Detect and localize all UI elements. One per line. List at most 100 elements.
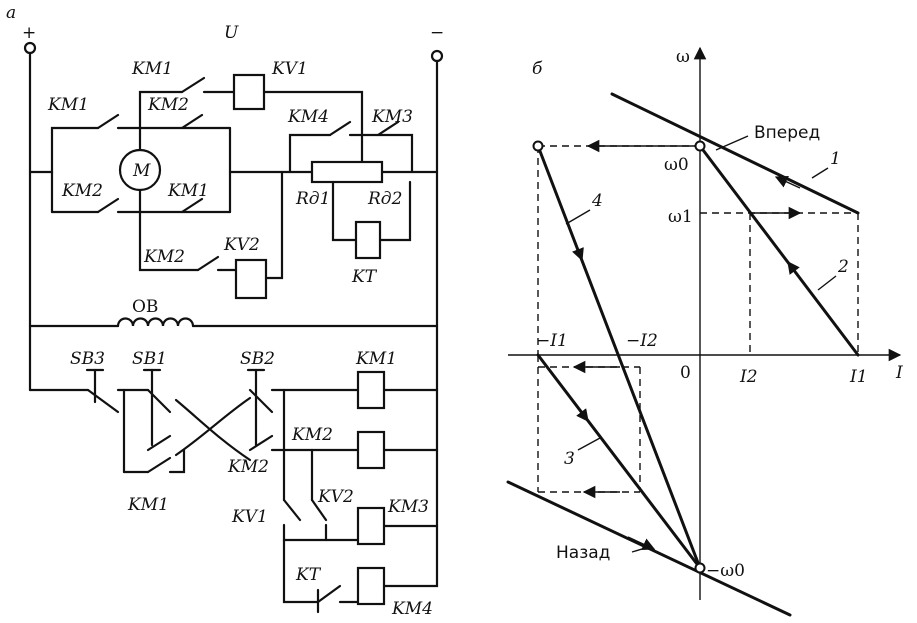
kv1-contact-label: KV1 bbox=[231, 507, 268, 527]
minus-terminal-label: − bbox=[430, 23, 444, 43]
neg-omega0-label: −ω0 bbox=[706, 561, 745, 581]
km3-coil-wire bbox=[282, 523, 360, 542]
kv1-branch-return bbox=[262, 90, 364, 174]
km2-coil-label: KM2 bbox=[291, 425, 333, 445]
kt-contact-label: KT bbox=[295, 565, 322, 585]
neg-i1-label: −I1 bbox=[536, 331, 568, 351]
forward-label: Вперед bbox=[754, 123, 820, 143]
sb2-contact-nc bbox=[248, 388, 274, 414]
rd1-label: Rд1 bbox=[295, 189, 330, 209]
neg-i1-omega0-point bbox=[532, 140, 544, 152]
kv2-coil-label: KV2 bbox=[223, 235, 260, 255]
km1-bottom-contact bbox=[146, 456, 172, 474]
backward-leader bbox=[631, 545, 653, 553]
motor-label: M bbox=[132, 161, 151, 181]
kv1-coil bbox=[232, 73, 266, 111]
armature-wire-left bbox=[28, 126, 100, 174]
kt-coil bbox=[354, 220, 382, 260]
curve2-arrow bbox=[787, 260, 803, 282]
km2-bottom-contact-label: KM2 bbox=[227, 457, 269, 477]
i2-label: I2 bbox=[739, 367, 758, 387]
neg-i2-label: −I2 bbox=[626, 331, 658, 351]
curve-label-4: 4 bbox=[591, 191, 603, 211]
curve4-arrow bbox=[571, 233, 584, 262]
curve1-arrow bbox=[774, 175, 801, 189]
km3-contact bbox=[376, 120, 400, 137]
km4-contact-label: KM4 bbox=[287, 107, 329, 127]
cross-wire-1 bbox=[174, 398, 252, 462]
label1-leader bbox=[811, 167, 829, 179]
plus-terminal-label: + bbox=[22, 23, 36, 43]
kt-coil-label: KT bbox=[351, 267, 378, 287]
km2-upper-contact-label: KM2 bbox=[147, 95, 189, 115]
kv2-return-wire bbox=[264, 170, 284, 280]
omega1-label: ω1 bbox=[668, 207, 693, 227]
label2-leader bbox=[817, 275, 837, 291]
minus-terminal bbox=[430, 49, 444, 63]
km1-left-contact-label: KM1 bbox=[47, 95, 89, 115]
km1-left-contact bbox=[96, 113, 120, 130]
km2-lower-contact-label: KM2 bbox=[143, 247, 185, 267]
km2-coil bbox=[356, 430, 386, 470]
label4-leader bbox=[565, 209, 591, 225]
panel-label-b: б bbox=[532, 59, 543, 79]
sb2-label: SB2 bbox=[240, 349, 275, 369]
sb1-label: SB1 bbox=[132, 349, 167, 369]
km1-bottom-return bbox=[168, 448, 186, 474]
km1-top-contact bbox=[180, 76, 206, 94]
motor-symbol bbox=[118, 148, 162, 192]
sb3-contact bbox=[86, 388, 120, 414]
kv2-contact-label: KV2 bbox=[317, 487, 354, 507]
label3-leader bbox=[577, 437, 601, 451]
plus-terminal bbox=[23, 41, 37, 55]
km4-contact bbox=[328, 120, 352, 137]
km1-bottom-contact-label: KM1 bbox=[127, 495, 169, 515]
omega0-label: ω0 bbox=[664, 155, 689, 175]
km3-contact-label: KM3 bbox=[371, 107, 413, 127]
km4-coil-return bbox=[382, 553, 439, 588]
km4-coil bbox=[356, 566, 386, 606]
characteristic-3 bbox=[536, 353, 702, 570]
km1-right-contact-label: KM1 bbox=[167, 181, 209, 201]
characteristic-1 bbox=[610, 92, 860, 215]
field-winding-label: ОВ bbox=[132, 297, 158, 317]
kt-wire-right bbox=[378, 180, 412, 242]
sb1-contact-no bbox=[146, 434, 172, 452]
km2-lower-contact bbox=[196, 255, 220, 272]
sb3-label: SB3 bbox=[70, 349, 105, 369]
backward-label: Назад bbox=[556, 543, 610, 563]
km1-coil bbox=[356, 370, 386, 410]
kt-contact bbox=[316, 584, 342, 604]
characteristic-2 bbox=[698, 144, 860, 357]
kv1-contact bbox=[282, 498, 302, 522]
resistor-rd bbox=[310, 160, 384, 184]
cross-wire-2 bbox=[174, 396, 252, 457]
km3-coil bbox=[356, 506, 386, 546]
x-axis-label: I bbox=[895, 363, 903, 383]
km4-branch-wire bbox=[288, 133, 332, 174]
origin-label: 0 bbox=[680, 363, 691, 383]
curve-label-3: 3 bbox=[564, 449, 575, 469]
neg-omega0-point bbox=[694, 562, 706, 574]
km1-coil-label: KM1 bbox=[355, 349, 397, 369]
kv2-branch-wire bbox=[138, 210, 200, 272]
kt-wire-left bbox=[331, 180, 358, 242]
km2-left-contact-label: KM2 bbox=[61, 181, 103, 201]
km4-branch-wire bbox=[282, 538, 320, 604]
i1-label: I1 bbox=[849, 367, 868, 387]
schematic: а + − U M bbox=[6, 3, 444, 619]
km3-coil-label: KM3 bbox=[387, 497, 429, 517]
curve-label-2: 2 bbox=[837, 257, 849, 277]
panel-label-a: а bbox=[6, 3, 16, 23]
kv2-coil bbox=[234, 258, 268, 300]
voltage-label: U bbox=[224, 23, 239, 43]
km1-top-contact-label: KM1 bbox=[131, 59, 173, 79]
km2-left-contact bbox=[96, 197, 120, 214]
y-axis-label: ω bbox=[676, 47, 690, 67]
omega0-point bbox=[694, 140, 706, 152]
kv1-coil-label: KV1 bbox=[271, 59, 308, 79]
characteristics-graph: б ω I 0 bbox=[506, 46, 903, 617]
curve-label-1: 1 bbox=[830, 149, 841, 169]
forward-leader bbox=[715, 135, 749, 151]
